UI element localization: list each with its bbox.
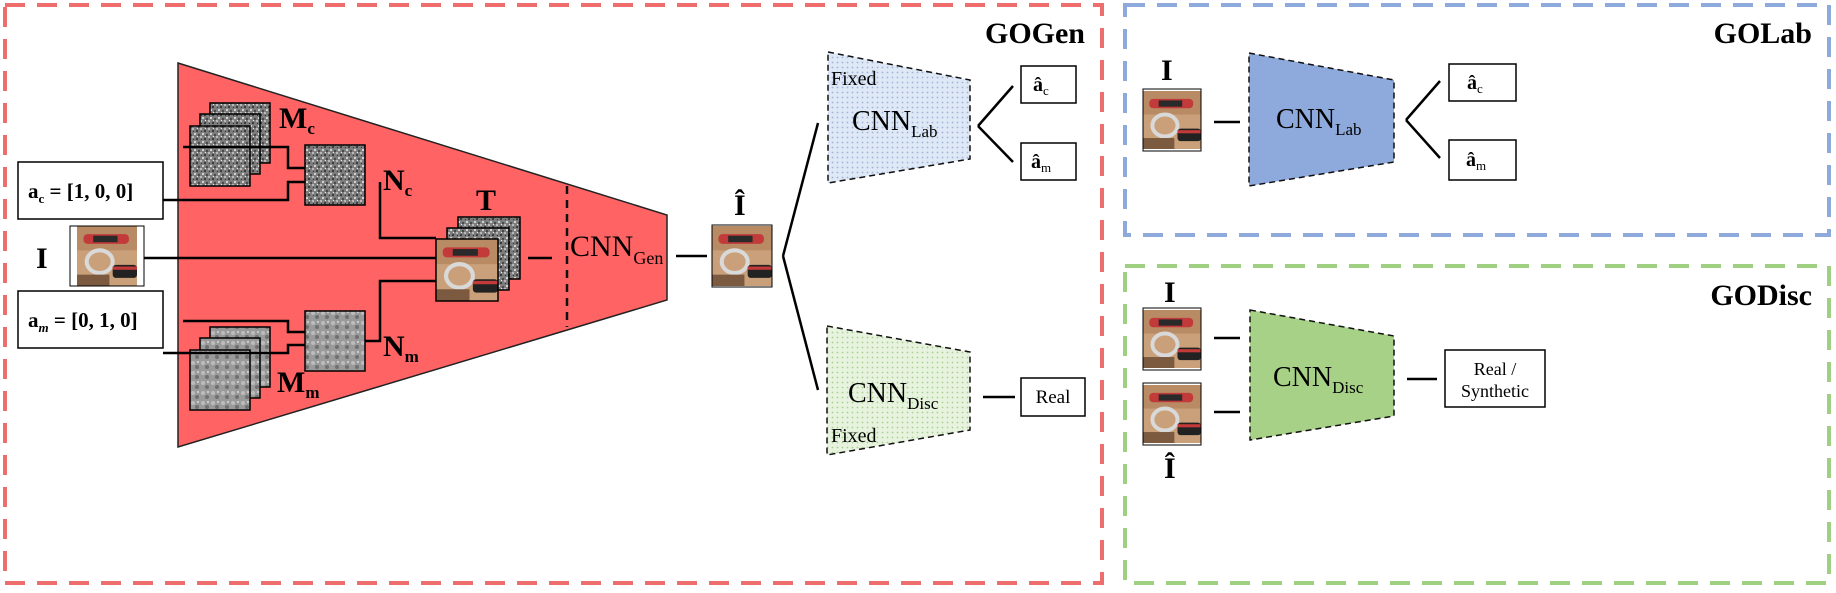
golab-cnn bbox=[1248, 52, 1395, 187]
cnn-disc-fixed bbox=[826, 325, 971, 456]
svg-text:âc: âc bbox=[1033, 74, 1049, 98]
godisc-input-real-label: I bbox=[1164, 276, 1176, 309]
gogen-out-am: âm bbox=[1020, 142, 1077, 181]
svg-text:âm: âm bbox=[1031, 151, 1051, 175]
svg-text:Synthetic: Synthetic bbox=[1461, 381, 1529, 401]
golab-connections bbox=[1214, 80, 1441, 159]
godisc-cnn-label: CNNDisc bbox=[1273, 362, 1364, 397]
svg-text:âm: âm bbox=[1466, 149, 1486, 173]
nm-noise bbox=[304, 310, 366, 372]
godisc-input-syn-image bbox=[1143, 385, 1201, 443]
output-image bbox=[712, 226, 772, 286]
golab-title: GOLab bbox=[1714, 17, 1812, 50]
mc-label: Mc bbox=[279, 102, 315, 138]
godisc-cnn bbox=[1249, 309, 1395, 441]
golab-input-image bbox=[1143, 91, 1201, 149]
am-condition-box: am = [0, 1, 0] bbox=[17, 290, 164, 349]
cnn-disc-fixed-tag: Fixed bbox=[831, 425, 877, 447]
godisc-input-real-image bbox=[1143, 310, 1201, 368]
godisc-output-box: Real / Synthetic bbox=[1444, 349, 1546, 408]
t-label: T bbox=[476, 184, 496, 217]
generator-trapezoid bbox=[177, 61, 668, 449]
ac-condition-box: ac = [1, 0, 0] bbox=[17, 161, 164, 220]
gogen-input-image bbox=[77, 226, 137, 286]
gogen-connections bbox=[144, 85, 1015, 399]
nc-label: Nc bbox=[383, 164, 413, 200]
godisc-title: GODisc bbox=[1710, 279, 1812, 312]
godisc-connections bbox=[1214, 336, 1437, 414]
output-label: Î bbox=[734, 189, 746, 222]
cnn-lab-fixed-tag: Fixed bbox=[831, 68, 877, 90]
golab-cnn-label: CNNLab bbox=[1276, 104, 1362, 139]
svg-text:Real /: Real / bbox=[1474, 359, 1517, 379]
cnn-lab-fixed bbox=[827, 51, 971, 184]
golab-out-am: âm bbox=[1448, 139, 1517, 181]
gogen-title: GOGen bbox=[985, 17, 1085, 50]
gogen-out-real: Real bbox=[1020, 377, 1086, 417]
golab-panel bbox=[1123, 3, 1831, 237]
gogen-panel bbox=[3, 3, 1104, 585]
mm-stack bbox=[189, 326, 271, 411]
gogen-input-label: I bbox=[36, 242, 48, 275]
mm-label: Mm bbox=[277, 366, 320, 402]
mc-stack bbox=[189, 102, 271, 187]
nm-label: Nm bbox=[383, 330, 419, 366]
cnn-disc-fixed-label: CNNDisc bbox=[848, 378, 939, 413]
godisc-panel bbox=[1123, 264, 1831, 585]
gogen-out-ac: âc bbox=[1020, 65, 1077, 104]
cnn-lab-fixed-label: CNNLab bbox=[852, 106, 938, 141]
svg-text:am = [0, 1, 0]: am = [0, 1, 0] bbox=[28, 308, 138, 335]
golab-input-label: I bbox=[1161, 54, 1173, 87]
svg-text:âc: âc bbox=[1467, 72, 1483, 96]
golab-out-ac: âc bbox=[1448, 63, 1517, 102]
svg-text:Real: Real bbox=[1036, 387, 1071, 408]
godisc-input-syn-label: Î bbox=[1164, 452, 1176, 485]
t-stack bbox=[435, 216, 521, 302]
cnn-gen-label: CNNGen bbox=[570, 230, 663, 268]
svg-text:ac = [1, 0, 0]: ac = [1, 0, 0] bbox=[28, 179, 133, 206]
nc-noise bbox=[304, 144, 366, 206]
